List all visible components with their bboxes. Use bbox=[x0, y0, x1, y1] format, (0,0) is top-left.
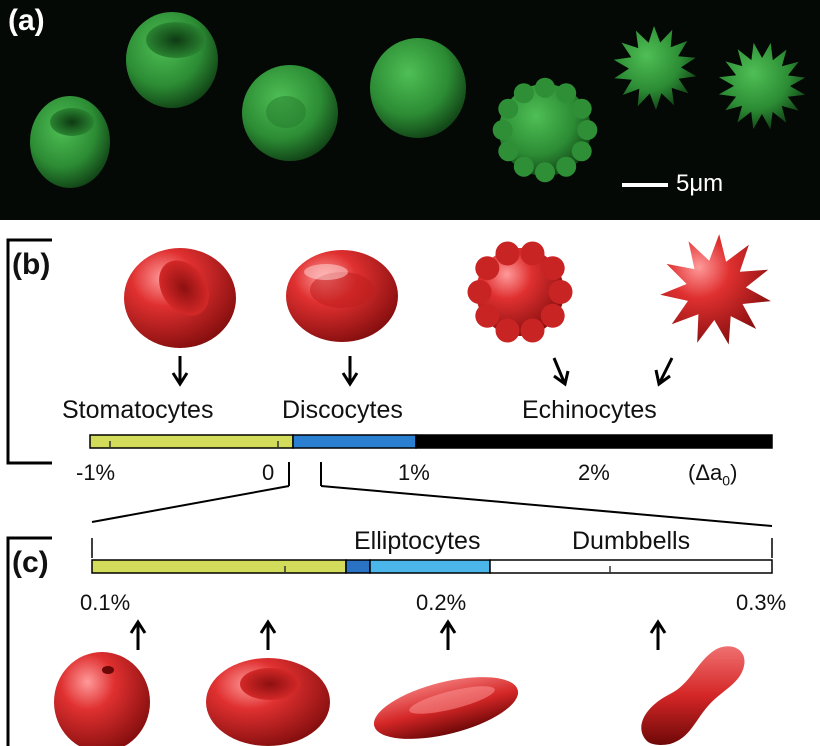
bar-b-yellow bbox=[89, 434, 294, 449]
red-dumbbell bbox=[641, 646, 745, 745]
label-stomatocytes: Stomatocytes bbox=[62, 396, 214, 424]
red-torus bbox=[206, 658, 330, 746]
axis-unit-b: (Δa0) bbox=[688, 460, 738, 489]
label-dumbbells: Dumbbells bbox=[572, 527, 691, 555]
arrow-c-3 bbox=[439, 619, 457, 650]
axis-bar-b bbox=[89, 434, 773, 449]
green-cell-4 bbox=[370, 38, 466, 138]
bar-c-yellow bbox=[91, 559, 347, 574]
arrow-echinocyte-1 bbox=[552, 357, 570, 387]
arrow-c-1 bbox=[129, 619, 147, 650]
bar-b-black bbox=[415, 434, 773, 449]
panel-c-label: (c) bbox=[12, 546, 49, 579]
bar-b-blue bbox=[292, 434, 417, 449]
arrow-c-4 bbox=[649, 619, 667, 650]
green-cell-1 bbox=[30, 96, 110, 188]
green-cell-5 bbox=[492, 77, 598, 183]
scale-bar-label: 5μm bbox=[676, 170, 724, 197]
red-stomatocyte bbox=[124, 248, 236, 348]
bar-c-white bbox=[489, 559, 773, 574]
red-echinocyte-flat bbox=[467, 241, 573, 343]
green-cell-7 bbox=[718, 42, 806, 130]
panel-a-label: (a) bbox=[8, 4, 45, 37]
tick-b-1: 1% bbox=[398, 460, 430, 485]
green-cell-6 bbox=[613, 26, 697, 110]
green-cell-3 bbox=[242, 65, 338, 161]
red-elliptocyte bbox=[373, 677, 519, 739]
panel-c-bracket bbox=[6, 536, 52, 746]
panel-b-label: (b) bbox=[12, 248, 51, 281]
green-cell-2 bbox=[126, 12, 218, 108]
arrow-c-2 bbox=[259, 619, 277, 650]
tick-c-02: 0.2% bbox=[416, 590, 467, 615]
red-echinocyte-spiky bbox=[660, 234, 771, 345]
arrow-echinocyte-2 bbox=[654, 357, 674, 387]
red-discocyte bbox=[286, 250, 398, 342]
tick-c-01: 0.1% bbox=[80, 590, 131, 615]
label-discocytes: Discocytes bbox=[282, 396, 403, 424]
label-elliptocytes: Elliptocytes bbox=[354, 527, 481, 555]
tick-b-2: 2% bbox=[578, 460, 610, 485]
bar-c-light-blue bbox=[369, 559, 491, 574]
tick-b-neg1: -1% bbox=[76, 460, 116, 485]
zoom-lines bbox=[91, 462, 773, 527]
bar-c-dark-blue bbox=[345, 559, 371, 574]
label-echinocytes: Echinocytes bbox=[522, 396, 657, 424]
axis-bar-c bbox=[91, 538, 773, 574]
tick-b-0: 0 bbox=[262, 460, 275, 485]
panel-b-bracket bbox=[6, 238, 52, 465]
red-spherocyte bbox=[54, 652, 150, 746]
arrow-stomatocyte bbox=[171, 356, 189, 387]
tick-c-03: 0.3% bbox=[736, 590, 787, 615]
arrow-discocyte bbox=[341, 356, 359, 387]
